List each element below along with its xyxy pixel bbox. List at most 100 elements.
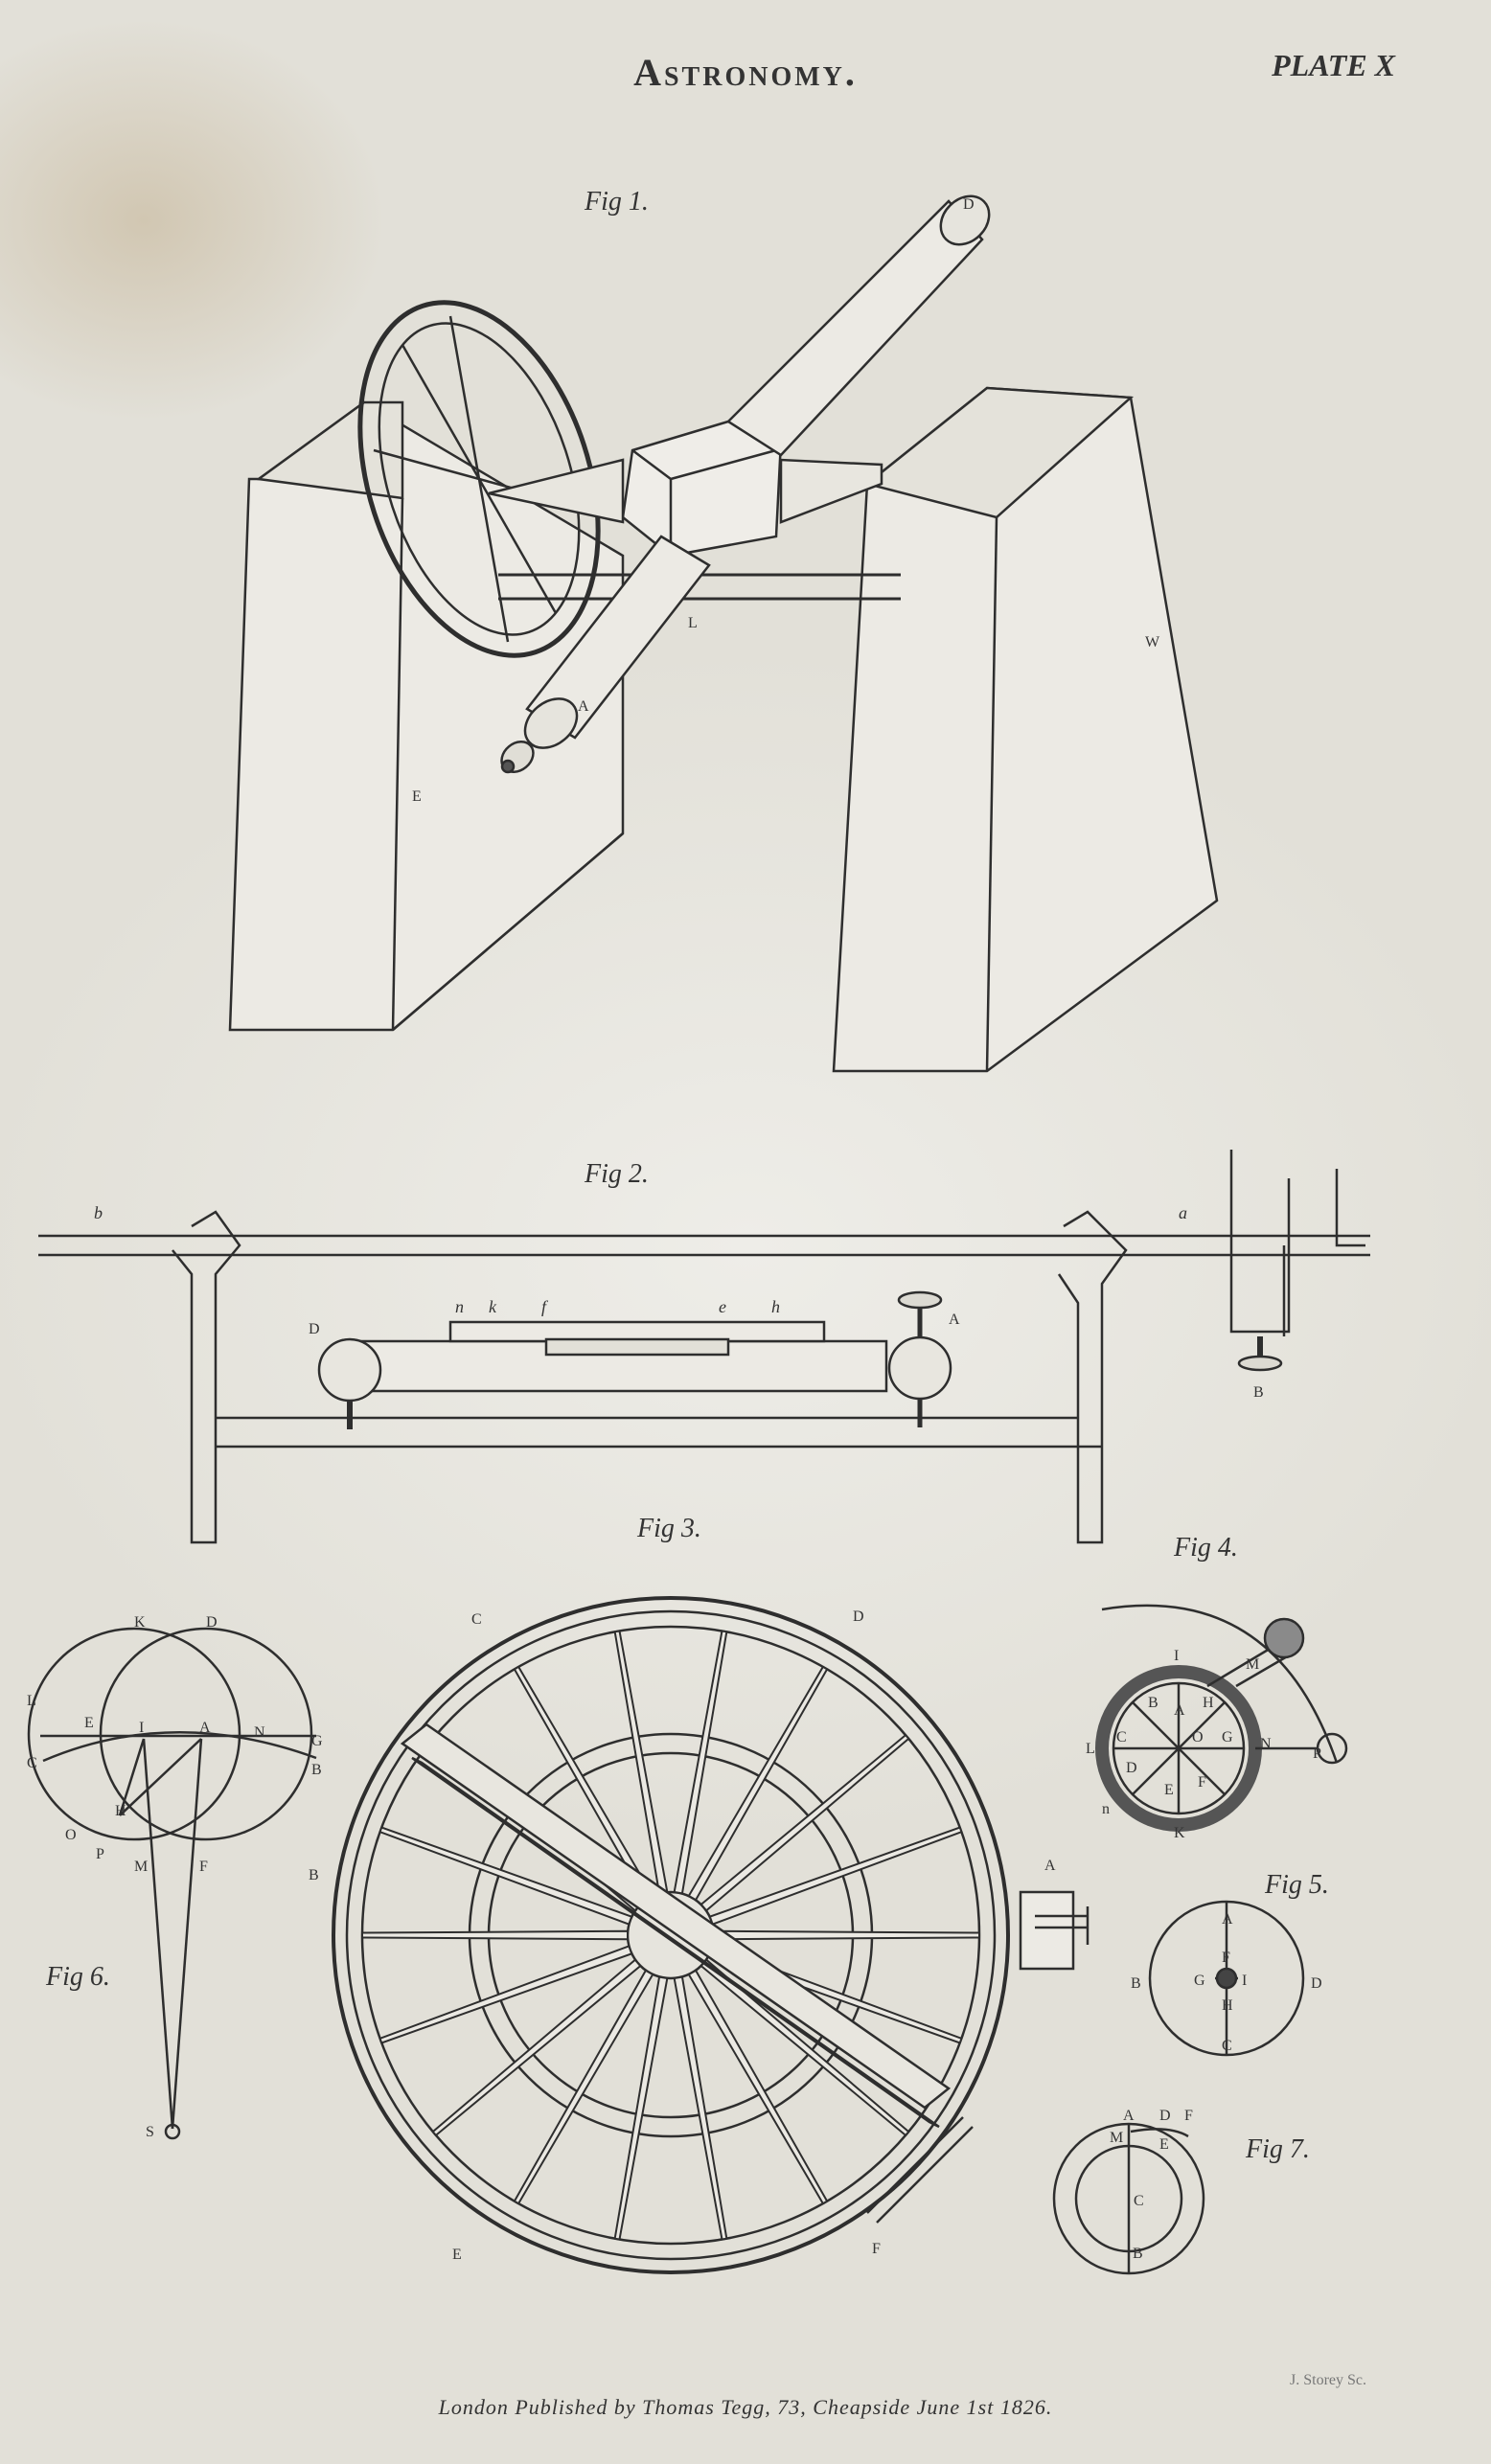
fig7-letter-f: F — [1184, 2108, 1193, 2124]
fig5-letter-b: B — [1131, 1975, 1141, 1992]
fig4-letter-c: C — [1116, 1729, 1127, 1745]
fig4-letter-f: F — [1198, 1774, 1206, 1791]
fig5-diagram — [1148, 1900, 1305, 2057]
fig3-letter-d: D — [853, 1608, 864, 1625]
fig2-letter-d: D — [309, 1321, 320, 1337]
fig1-letter-d: D — [963, 196, 975, 213]
fig4-letter-m: M — [1246, 1656, 1259, 1673]
fig1-letter-w: W — [1145, 634, 1160, 650]
fig3-letter-a: A — [1044, 1858, 1056, 1874]
wheel-spoke — [700, 1733, 910, 1912]
fig7-letter-a: A — [1123, 2108, 1135, 2124]
fig4-letter-i: I — [1174, 1648, 1179, 1664]
fig6-letter-d: D — [206, 1614, 218, 1631]
fig2-letter-n: n — [455, 1297, 464, 1316]
fig6-letter-l: L — [27, 1693, 36, 1709]
fig4-diagram — [1095, 1604, 1348, 1832]
fig3-letters: C D B A E F — [309, 1608, 1056, 2263]
fig2-letter-a: A — [949, 1312, 960, 1328]
fig4-letter-l: L — [1086, 1741, 1095, 1757]
fig4-caption: Fig 4. — [1174, 1533, 1238, 1563]
fig6-letter-p: P — [96, 1846, 104, 1862]
fig7-letter-m: M — [1110, 2130, 1123, 2146]
fig1-transit-instrument — [228, 194, 1219, 1073]
fig6-letter-c: C — [27, 1755, 37, 1771]
fig1-caption: Fig 1. — [585, 187, 649, 217]
wheel-spoke — [713, 1929, 980, 1941]
fig1-letter-a: A — [578, 698, 589, 715]
fig6-letter-o: O — [65, 1827, 77, 1843]
fig2-letter-a-lower: a — [1179, 1203, 1187, 1222]
fig3-caption: Fig 3. — [637, 1514, 701, 1543]
wheel-spoke — [708, 1826, 963, 1926]
fig3-letter-f: F — [872, 2241, 881, 2257]
fig5-letter-h: H — [1222, 1997, 1233, 2014]
fig6-letter-g: G — [311, 1733, 323, 1749]
fig5-letter-i: I — [1242, 1973, 1247, 1989]
fig6-diagram — [27, 1627, 317, 2140]
fig4-letter-p: P — [1313, 1745, 1321, 1762]
fig4-letter-g: G — [1222, 1729, 1233, 1745]
fig6-caption: Fig 6. — [46, 1962, 110, 1992]
fig7-caption: Fig 7. — [1246, 2134, 1310, 2164]
fig2-letter-b-lower: b — [94, 1203, 103, 1222]
wheel-spoke — [687, 1665, 829, 1902]
wheel-spoke — [687, 1969, 829, 2205]
engraver-credit: J. Storey Sc. — [1290, 2372, 1366, 2388]
fig2-letter-h: h — [771, 1297, 780, 1316]
wheel-spoke — [673, 1975, 728, 2241]
fig4-letter-d: D — [1126, 1760, 1137, 1776]
fig6-letters: K D L E I A N G C B H O P M F S — [27, 1614, 323, 2140]
fig5-letter-c: C — [1222, 2038, 1232, 2054]
fig7-letters: A D F M E C B — [1110, 2108, 1193, 2262]
wheel-spoke — [513, 1969, 654, 2205]
fig6-letter-k: K — [134, 1614, 146, 1631]
fig7-letter-b: B — [1133, 2246, 1143, 2262]
fig2-letter-k: k — [489, 1297, 497, 1316]
fig7-diagram — [1052, 2122, 1205, 2275]
fig2-letter-f: f — [541, 1297, 549, 1316]
fig6-letter-s: S — [146, 2124, 154, 2140]
fig2-letters: b a D A B n k f e h — [94, 1203, 1264, 1401]
wheel-spoke — [378, 1945, 633, 2044]
fig4-letter-a: A — [1174, 1702, 1185, 1719]
wheel-spoke — [378, 1826, 633, 1926]
fig6-letter-n: N — [254, 1724, 265, 1741]
fig2-spirit-level — [38, 1150, 1370, 1544]
fig3-letter-b: B — [309, 1867, 319, 1883]
fig5-letter-f: F — [1222, 1950, 1230, 1966]
plate-title: Astronomy. — [633, 51, 858, 94]
wheel-spoke — [673, 1630, 728, 1895]
fig5-letter-g: G — [1194, 1973, 1205, 1989]
fig4-letter-e: E — [1164, 1782, 1174, 1798]
fig4-letter-n: N — [1260, 1736, 1272, 1752]
fig5-letter-a: A — [1222, 1911, 1233, 1928]
fig2-letter-e: e — [719, 1297, 726, 1316]
fig1-letters: D A L W E — [412, 196, 1160, 805]
fig2-caption: Fig 2. — [585, 1159, 649, 1189]
fig7-letter-c: C — [1134, 2193, 1144, 2209]
fig1-letter-e: E — [412, 788, 422, 805]
fig1-letter-l: L — [688, 615, 698, 631]
wheel-spoke — [431, 1958, 642, 2137]
wheel-spoke — [613, 1975, 669, 2241]
wheel-spoke — [361, 1929, 629, 1941]
fig3-mural-circle — [332, 1596, 1090, 2274]
fig5-letters: A F G I B D H C — [1131, 1911, 1322, 2054]
fig6-letter-e: E — [84, 1715, 94, 1731]
plate-number: PLATE X — [1272, 48, 1395, 82]
fig4-letter-h: H — [1203, 1695, 1214, 1711]
fig4-letter-b: B — [1148, 1695, 1158, 1711]
fig7-letter-d: D — [1159, 2108, 1171, 2124]
fig3-letter-e: E — [452, 2247, 462, 2263]
fig6-letter-i: I — [139, 1720, 144, 1736]
fig3-letter-c: C — [471, 1611, 482, 1628]
fig6-letter-f: F — [199, 1859, 208, 1875]
fig2-letter-b: B — [1253, 1384, 1264, 1401]
fig6-letter-h: H — [115, 1803, 126, 1819]
fig7-letter-e: E — [1159, 2136, 1169, 2153]
imprint-line: London Published by Thomas Tegg, 73, Che… — [438, 2395, 1053, 2419]
fig4-letters: I B A H L C O G N D E F K n M P — [1086, 1648, 1321, 1841]
fig6-letter-a: A — [199, 1720, 211, 1736]
